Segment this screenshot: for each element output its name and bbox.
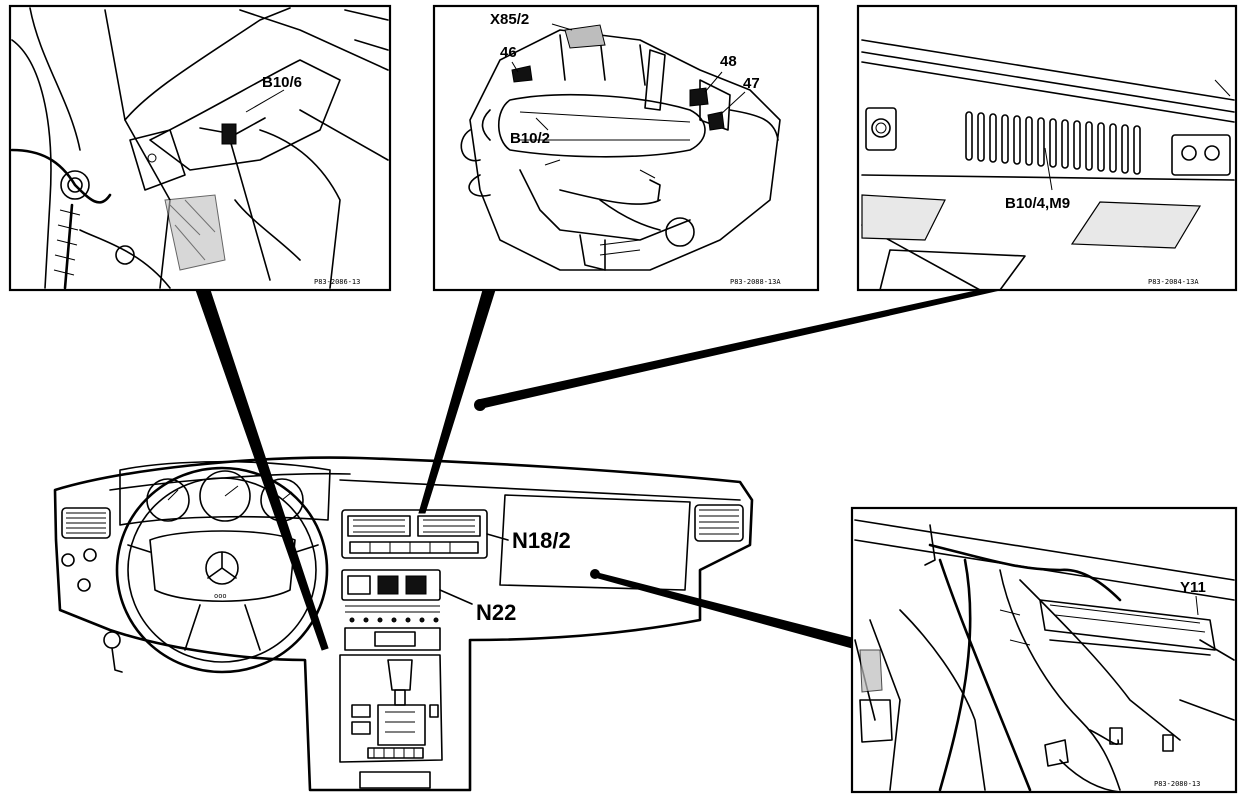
panel-y11-label: Y11 bbox=[1180, 579, 1206, 596]
panel-b10-6-label: B10/6 bbox=[262, 74, 302, 91]
panel-b10-6-ref-code: P83-2086-13 bbox=[314, 278, 360, 286]
dashboard-label-n22: N22 bbox=[476, 600, 516, 625]
panel-engine-ref-code: P83-2088-13A bbox=[730, 278, 781, 286]
panel-y11: Y11 P83-2080-13 bbox=[850, 506, 1238, 794]
panel-engine-label-46: 46 bbox=[500, 44, 517, 61]
dashboard-illustration: ooo bbox=[53, 456, 754, 792]
panel-b10-6: B10/6 P83-2086-13 bbox=[8, 4, 392, 292]
panel-b10-4-label: B10/4,M9 bbox=[1005, 195, 1070, 212]
panel-engine: X85/2 46 48 47 B10/2 P83-2088-13A bbox=[432, 4, 820, 292]
leader-dot-b10-4 bbox=[474, 399, 486, 411]
panel-y11-drawing bbox=[854, 519, 1235, 793]
dashboard-label-n18-2: N18/2 bbox=[512, 528, 571, 553]
vent-slots bbox=[965, 111, 1141, 175]
panel-engine-label-x85-2: X85/2 bbox=[490, 11, 529, 28]
leader-line-y11 bbox=[592, 571, 853, 649]
panel-b10-4-ref-code: P83-2084-13A bbox=[1148, 278, 1199, 286]
panel-y11-ref-code: P83-2080-13 bbox=[1154, 780, 1200, 788]
switch-row bbox=[349, 617, 439, 623]
panel-engine-label-b10-2: B10/2 bbox=[510, 130, 550, 147]
svg-text:ooo: ooo bbox=[214, 592, 227, 600]
leader-dot-y11 bbox=[590, 569, 600, 579]
panel-engine-label-48: 48 bbox=[720, 53, 737, 70]
panel-b10-6-drawing bbox=[10, 7, 389, 290]
panel-b10-4-drawing bbox=[861, 39, 1235, 291]
leader-line-b10-4 bbox=[477, 289, 1001, 409]
panel-b10-4: B10/4,M9 P83-2084-13A bbox=[856, 4, 1238, 292]
panel-engine-label-47: 47 bbox=[743, 75, 760, 92]
